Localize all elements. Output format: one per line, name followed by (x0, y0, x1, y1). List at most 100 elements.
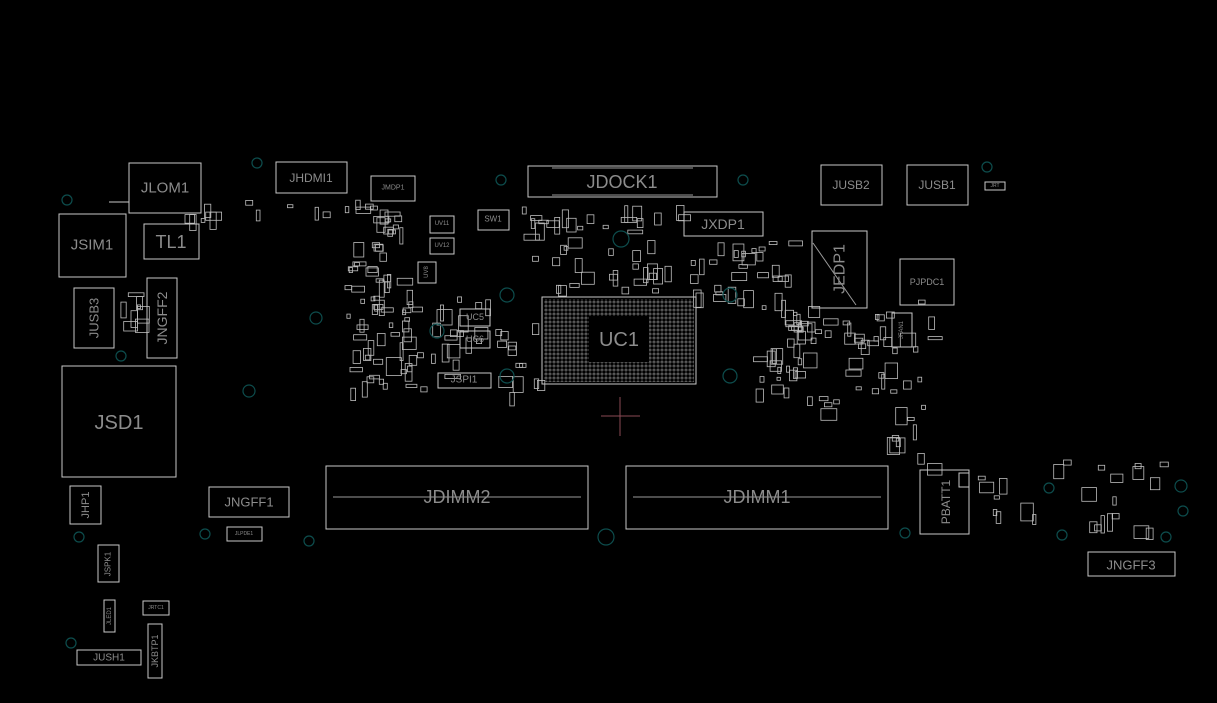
component-jspi1[interactable]: JSPI1 (437, 372, 492, 389)
smd-pad (348, 267, 353, 274)
smd-pad (844, 332, 856, 345)
component-jrt[interactable]: JRT (984, 181, 1006, 191)
smd-pad (772, 348, 777, 364)
component-jlom1[interactable]: JLOM1 (109, 162, 202, 214)
component-jxdp1[interactable]: JXDP1 (683, 211, 764, 237)
smd-pad (815, 329, 823, 335)
smd-pad (803, 352, 818, 369)
smd-pad (759, 376, 765, 383)
smd-pad (452, 359, 460, 371)
component-jhp1[interactable]: JHP1 (69, 485, 102, 525)
component-jusb2[interactable]: JUSB2 (820, 164, 883, 206)
component-jedp1[interactable]: JEDP1 (811, 230, 868, 309)
component-jdimm1[interactable]: JDIMM1 (625, 465, 889, 530)
component-jush1[interactable]: JUSH1 (76, 649, 142, 666)
smd-pad (457, 296, 463, 303)
smd-pad (643, 267, 649, 284)
component-uc1[interactable]: UC1 (541, 296, 697, 385)
smd-pad (794, 371, 807, 379)
smd-pad (995, 511, 1002, 524)
smd-pad (786, 365, 790, 373)
smd-pad (771, 384, 784, 395)
component-jdock1[interactable]: JDOCK1 (527, 165, 718, 198)
label-jspk1: JSPK1 (104, 551, 113, 576)
smd-pad (741, 252, 756, 266)
smd-pad (993, 495, 1000, 500)
smd-pad (1145, 527, 1154, 540)
label-pbatt1: PBATT1 (939, 479, 953, 524)
mounting-hole (429, 323, 445, 339)
smd-pad (608, 248, 614, 256)
component-jsim1[interactable]: JSIM1 (58, 213, 127, 278)
smd-pad (378, 279, 385, 298)
mounting-hole (1160, 531, 1172, 543)
component-jusb1[interactable]: JUSB1 (906, 164, 969, 206)
smd-pad (731, 272, 748, 282)
component-jrtc1[interactable]: JRTC1 (142, 600, 170, 616)
label-pjpdc1: PJPDC1 (910, 277, 945, 287)
smd-pad (563, 246, 569, 251)
smd-pad (788, 240, 803, 247)
smd-pad (621, 286, 630, 295)
smd-pad (314, 206, 319, 221)
component-jsd1[interactable]: JSD1 (61, 365, 177, 478)
smd-pad (648, 272, 657, 281)
smd-pad (376, 333, 386, 347)
component-uv12[interactable]: UV12 (429, 237, 455, 255)
component-jspk1[interactable]: JSPK1 (97, 544, 120, 583)
component-uv8[interactable]: UV8 (417, 261, 437, 284)
smd-pad (860, 339, 870, 356)
smd-pad (774, 292, 783, 312)
mounting-hole (199, 528, 211, 540)
mounting-hole (309, 311, 323, 325)
smd-pad (699, 258, 705, 276)
component-jmdp1[interactable]: JMDP1 (370, 175, 416, 202)
label-uc6: UC6 (466, 334, 484, 344)
smd-pad (374, 304, 379, 312)
component-jkbtp1[interactable]: JKBTP1 (147, 623, 163, 679)
component-jfan1[interactable]: JFAN1 (891, 312, 913, 348)
component-tl1[interactable]: TL1 (143, 223, 200, 260)
smd-pad (927, 463, 943, 476)
smd-pad (768, 241, 778, 245)
label-jngff3: JNGFF3 (1106, 558, 1155, 573)
component-jusb3[interactable]: JUSB3 (73, 287, 115, 349)
component-pbatt1[interactable]: PBATT1 (919, 469, 970, 535)
smd-pad (436, 309, 453, 326)
smd-pad (538, 219, 549, 225)
mounting-hole (1174, 479, 1188, 493)
component-jdimm2[interactable]: JDIMM2 (325, 465, 589, 530)
smd-pad (732, 243, 745, 262)
component-jngff1[interactable]: JNGFF1 (208, 486, 290, 518)
component-jlpde1[interactable]: JLPDE1 (226, 526, 263, 542)
label-jngff1: JNGFF1 (224, 495, 273, 510)
label-jlom1: JLOM1 (141, 180, 189, 197)
component-pjpdc1[interactable]: PJPDC1 (899, 258, 955, 306)
smd-pad (127, 292, 145, 297)
smd-pad (855, 386, 862, 391)
smd-pad (647, 240, 656, 255)
component-uv11[interactable]: UV11 (429, 215, 455, 234)
label-jsim1: JSIM1 (71, 237, 114, 254)
component-jngff3[interactable]: JNGFF3 (1087, 551, 1176, 577)
smd-pad (566, 217, 577, 233)
smd-pad (1094, 524, 1102, 532)
smd-pad (743, 290, 754, 309)
component-jled1[interactable]: JLED1 (103, 599, 116, 633)
smd-pad (546, 220, 560, 228)
smd-pad (458, 315, 469, 333)
component-uc6[interactable]: UC6 (459, 330, 491, 349)
smd-pad (884, 362, 898, 379)
component-sw1[interactable]: SW1 (477, 209, 510, 231)
smd-pad (820, 408, 838, 421)
smd-pad (879, 326, 887, 341)
component-jngff2[interactable]: JNGFF2 (146, 277, 178, 359)
label-jhdmi1: JHDMI1 (289, 171, 333, 185)
smd-pad (714, 284, 722, 293)
label-jngff2: JNGFF2 (154, 291, 170, 344)
component-uc5[interactable]: UC5 (459, 308, 491, 327)
smd-pad (678, 214, 691, 222)
smd-pad (405, 383, 418, 388)
component-jhdmi1[interactable]: JHDMI1 (275, 161, 348, 194)
